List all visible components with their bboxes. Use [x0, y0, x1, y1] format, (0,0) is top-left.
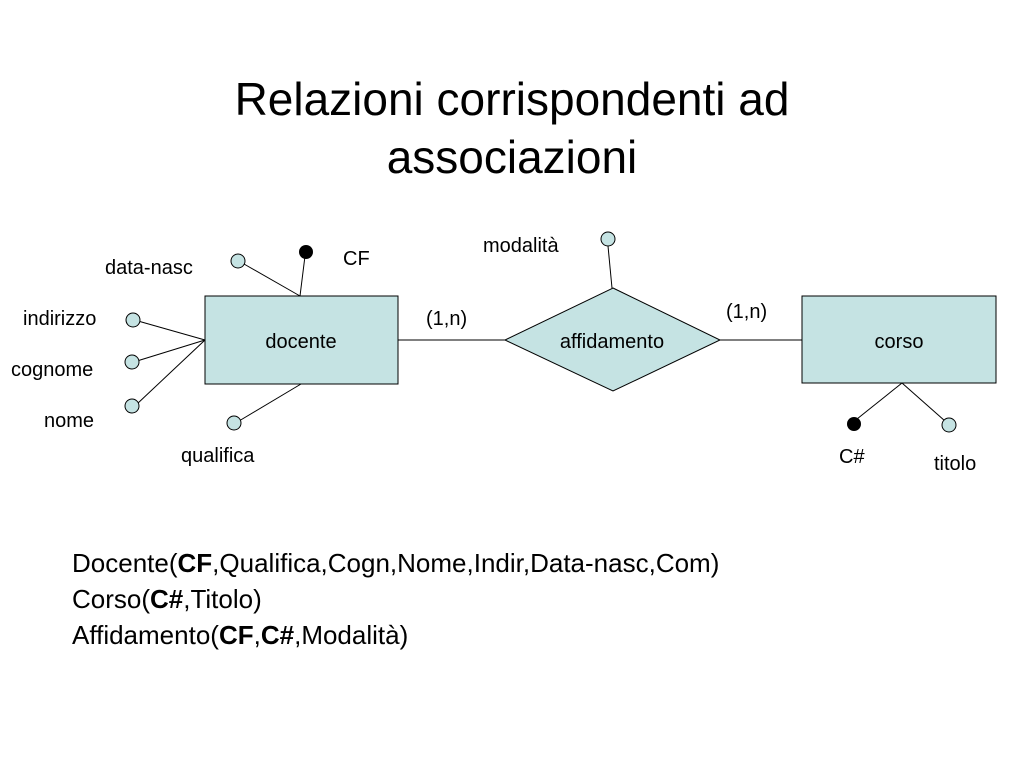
link-modalita: [607, 245, 613, 289]
link-data-nasc: [243, 263, 301, 297]
attribute-titolo-circle[interactable]: [941, 417, 957, 433]
relational-schema: Docente(CF,Qualifica,Cogn,Nome,Indir,Dat…: [72, 545, 719, 653]
entity-docente[interactable]: [204, 295, 399, 385]
relation-name: Affidamento(: [72, 620, 219, 650]
attribute-data-nasc-label: data-nasc: [105, 257, 193, 279]
slide-title-line-1: Relazioni corrispondenti ad: [234, 73, 790, 125]
entity-corso-label: corso: [875, 331, 924, 353]
cardinality-docente: (1,n): [426, 308, 467, 330]
relation-name: Docente(: [72, 548, 178, 578]
relation-attributes: ,Qualifica,Cogn,Nome,Indir,Data-nasc,Com…: [212, 548, 720, 578]
relation-name: Corso(: [72, 584, 151, 614]
link-qualifica: [238, 383, 302, 422]
attribute-qualifica-circle[interactable]: [226, 415, 242, 431]
relationship-affidamento[interactable]: [503, 287, 722, 392]
attribute-cf-label: CF: [343, 248, 370, 270]
link-nome: [136, 339, 206, 405]
link-c-hash: [856, 382, 903, 420]
attribute-nome-circle[interactable]: [124, 398, 140, 414]
slide-title: Relazioni corrispondenti ad associazioni: [0, 70, 1024, 186]
relation-docente: Docente(CF,Qualifica,Cogn,Nome,Indir,Dat…: [72, 545, 719, 581]
entity-corso[interactable]: [801, 295, 997, 384]
attribute-indirizzo-label: indirizzo: [23, 308, 96, 330]
relation-key: CF: [177, 548, 213, 578]
relation-key: C#: [260, 620, 295, 650]
link-indirizzo: [137, 320, 206, 341]
link-cognome: [136, 339, 206, 362]
attribute-titolo-label: titolo: [934, 453, 976, 475]
attribute-data-nasc-circle[interactable]: [230, 253, 246, 269]
link-cf: [299, 255, 306, 297]
attribute-nome-label: nome: [44, 410, 94, 432]
key-attribute-c-hash-dot[interactable]: [847, 417, 861, 431]
relationship-affidamento-label: affidamento: [560, 331, 664, 353]
entity-docente-label: docente: [265, 331, 336, 353]
attribute-modalita-circle[interactable]: [600, 231, 616, 247]
slide-title-line-2: associazioni: [386, 131, 638, 183]
attribute-cognome-label: cognome: [11, 359, 93, 381]
key-attribute-cf-dot[interactable]: [299, 245, 313, 259]
relation-corso: Corso(C#,Titolo): [72, 581, 719, 617]
attribute-cognome-circle[interactable]: [124, 354, 140, 370]
relation-key: C#: [150, 584, 184, 614]
attribute-c-hash-label: C#: [839, 446, 865, 468]
relation-attributes: ,Modalità): [294, 620, 409, 650]
relation-key: CF: [218, 620, 254, 650]
attribute-modalita-label: modalità: [483, 235, 559, 257]
relation-attributes: ,Titolo): [183, 584, 262, 614]
attribute-qualifica-label: qualifica: [181, 445, 255, 467]
attribute-indirizzo-circle[interactable]: [125, 312, 141, 328]
relation-affidamento: Affidamento(CF,C#,Modalità): [72, 617, 719, 653]
relation-separator: ,: [253, 620, 261, 650]
cardinality-corso: (1,n): [726, 301, 767, 323]
link-titolo: [901, 382, 946, 422]
